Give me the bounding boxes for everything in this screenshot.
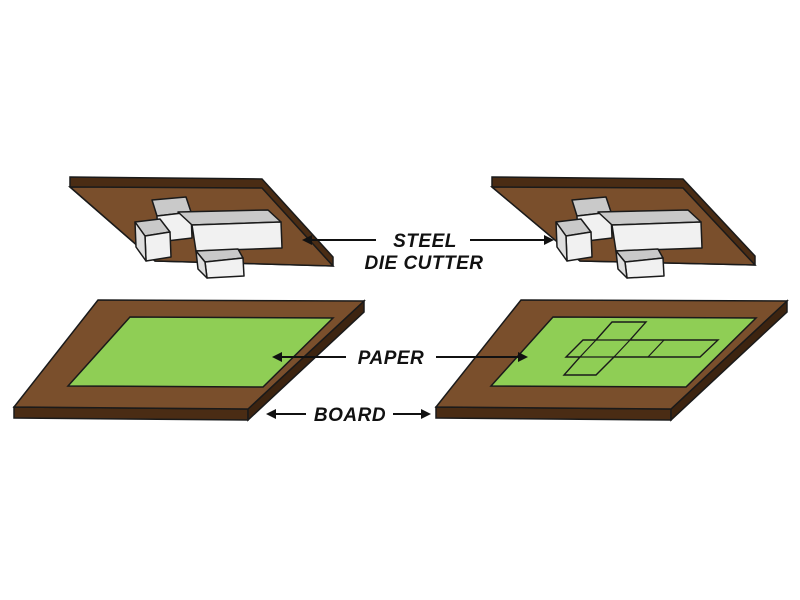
label-steel: STEEL	[393, 231, 457, 252]
label-board: BOARD	[314, 405, 386, 426]
label-die-cutter: DIE CUTTER	[365, 253, 484, 274]
left-steel-die	[134, 196, 283, 279]
cut-pattern-folds	[579, 339, 665, 358]
right-steel-die	[555, 196, 703, 279]
right-paper	[489, 316, 758, 388]
left-paper	[66, 316, 335, 388]
label-paper: PAPER	[358, 348, 425, 369]
